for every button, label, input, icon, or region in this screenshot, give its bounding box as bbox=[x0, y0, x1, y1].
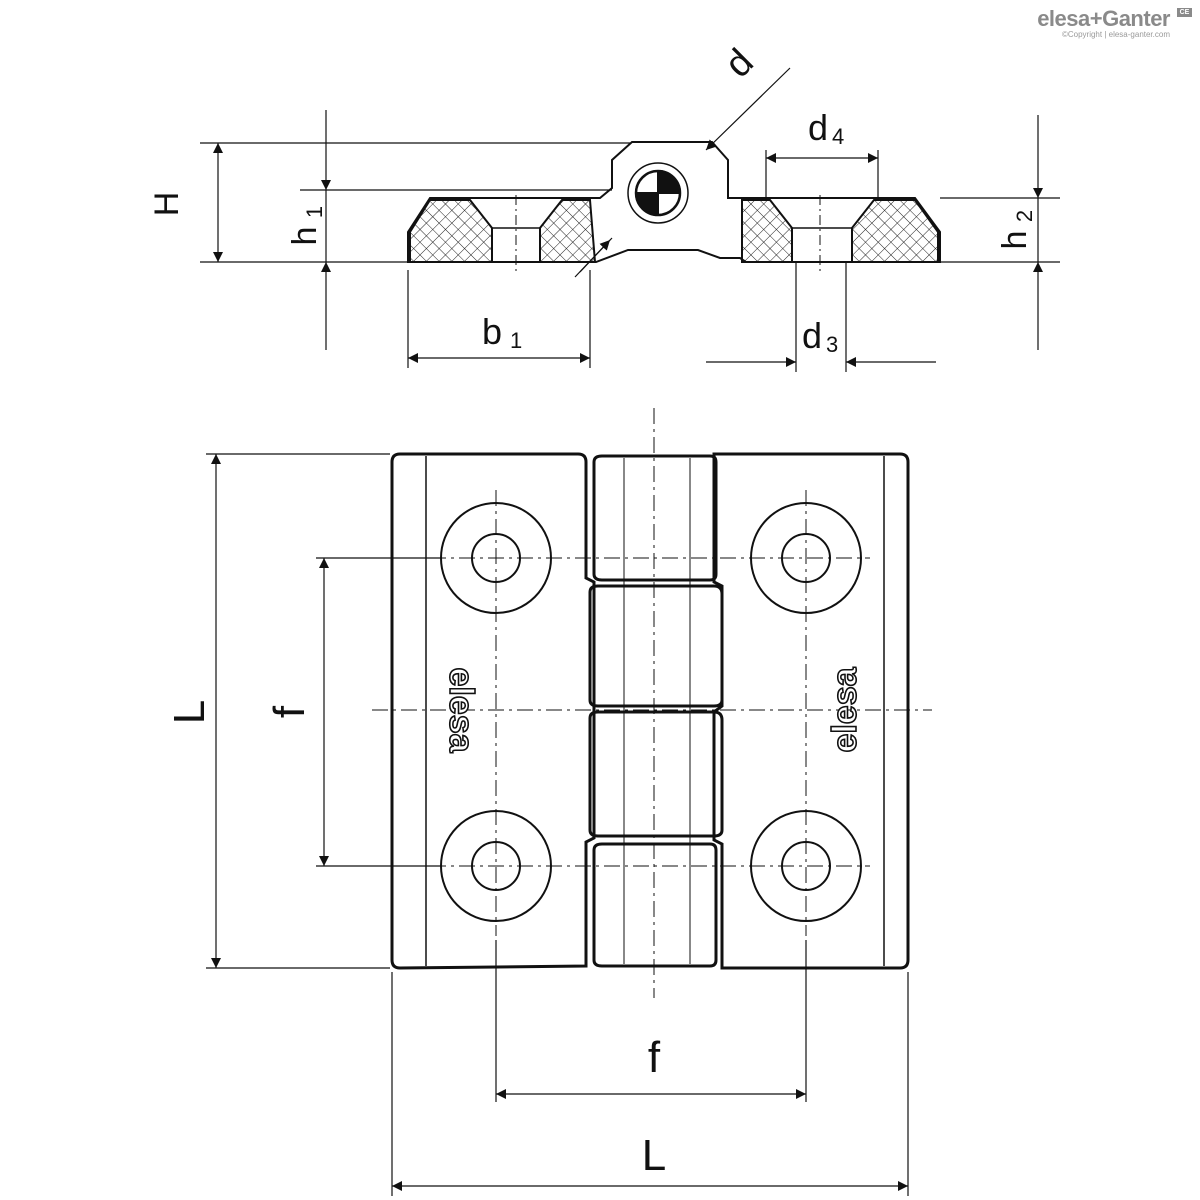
label-b1: b bbox=[482, 311, 502, 352]
hatch-right-outer bbox=[851, 199, 939, 263]
side-view bbox=[407, 141, 941, 275]
hatch-right-inner bbox=[741, 199, 793, 263]
top-labels: L f f L bbox=[165, 700, 666, 1180]
brand-logo: elesa+Ganter bbox=[1037, 6, 1170, 31]
label-L-vertical: L bbox=[165, 700, 214, 724]
brand-copyright: ©Copyright | elesa-ganter.com bbox=[1061, 30, 1170, 39]
label-d4-sub: 4 bbox=[832, 124, 844, 149]
side-view-outline bbox=[407, 141, 941, 263]
label-h2-sub: 2 bbox=[1012, 210, 1037, 222]
pin-quadrant-b bbox=[634, 192, 659, 217]
knuckle-2 bbox=[588, 584, 724, 708]
label-b1-sub: 1 bbox=[510, 328, 522, 353]
left-leaf bbox=[390, 452, 596, 970]
brand-block: elesa+Ganter ©Copyright | elesa-ganter.c… bbox=[1037, 6, 1192, 39]
label-d4: d bbox=[808, 107, 828, 148]
brand-badge: CE bbox=[1177, 8, 1192, 17]
label-L-horizontal: L bbox=[642, 1131, 666, 1180]
knuckle-bottom bbox=[592, 842, 718, 968]
hatch-left-inner bbox=[539, 199, 597, 263]
label-d: d bbox=[717, 41, 762, 86]
label-f-vertical: f bbox=[265, 705, 314, 718]
label-f-horizontal: f bbox=[648, 1033, 661, 1082]
label-h2: h bbox=[996, 231, 1034, 250]
top-view bbox=[372, 408, 932, 998]
dim-d-line-lower bbox=[574, 239, 611, 278]
label-H: H bbox=[148, 192, 186, 217]
label-h1: h bbox=[286, 227, 324, 246]
embossed-marks: elesa elesa bbox=[441, 666, 865, 755]
dim-d-line bbox=[705, 67, 791, 151]
knuckle-top bbox=[592, 454, 718, 582]
side-counterbore-right bbox=[791, 227, 853, 263]
side-dimensions bbox=[200, 67, 1060, 372]
embossed-mark-left: elesa bbox=[442, 667, 480, 753]
label-d3-sub: 3 bbox=[826, 332, 838, 357]
top-dimensions bbox=[206, 453, 909, 1196]
embossed-mark-right: elesa bbox=[826, 666, 864, 752]
label-h1-sub: 1 bbox=[302, 206, 327, 218]
label-d3: d bbox=[802, 315, 822, 356]
knuckle-3 bbox=[588, 710, 724, 838]
pin-quadrant-a bbox=[657, 169, 682, 194]
right-leaf bbox=[712, 452, 910, 970]
pin-bore bbox=[627, 162, 689, 224]
